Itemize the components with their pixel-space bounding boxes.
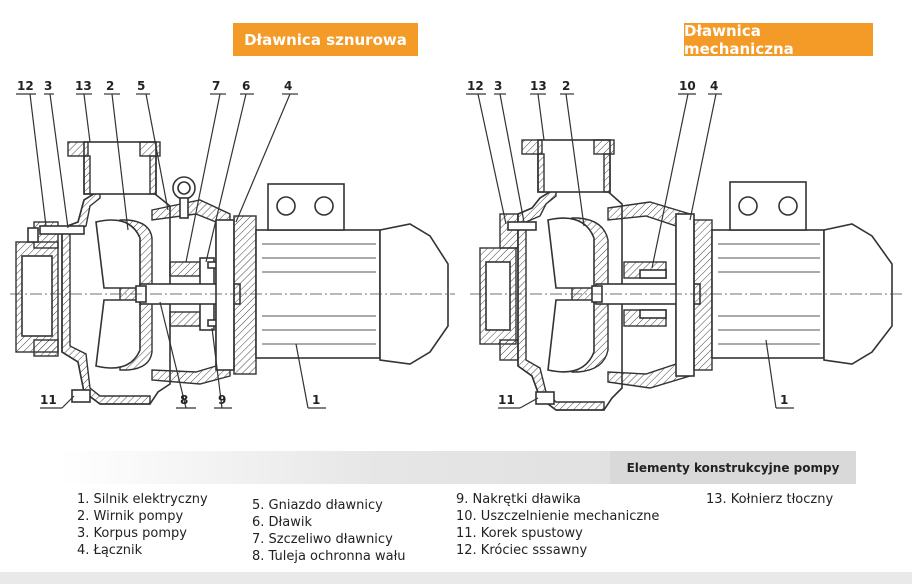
- callout-left-5: 5: [137, 79, 145, 93]
- callout-right-1: 1: [780, 393, 788, 407]
- callout-left-11: 11: [40, 393, 57, 407]
- callout-right-2: 2: [562, 79, 570, 93]
- legend-item: 12. Króciec sssawny: [456, 543, 588, 558]
- callout-left-7: 7: [212, 79, 220, 93]
- legend-item: 10. Uszczelnienie mechaniczne: [456, 509, 660, 524]
- footer-bar: [0, 572, 912, 584]
- legend-item: 8. Tuleja ochronna wału: [252, 549, 406, 564]
- banner-packing-gland: Dławnica sznurowa: [233, 23, 418, 56]
- legend-item: 1. Silnik elektryczny: [77, 492, 208, 507]
- left-pump-drawing: 12 3 13 2 5 7 6 4 11 8 9 1: [10, 79, 455, 409]
- callout-left-3: 3: [44, 79, 52, 93]
- callout-right-11: 11: [498, 393, 515, 407]
- legend-item: 4. Łącznik: [77, 543, 143, 558]
- callout-left-1: 1: [312, 393, 320, 407]
- callout-left-4: 4: [284, 79, 292, 93]
- right-pump-drawing: 12 3 13 2 10 4 11 1: [466, 79, 902, 411]
- legend-item: 13. Kołnierz tłoczny: [706, 492, 834, 507]
- legend-item: 9. Nakrętki dławika: [456, 492, 581, 507]
- callout-right-10: 10: [679, 79, 696, 93]
- legend-column-1: 1. Silnik elektryczny 2. Wirnik pompy 3.…: [77, 491, 208, 559]
- legend-item: 3. Korpus pompy: [77, 526, 187, 541]
- callout-left-12: 12: [17, 79, 34, 93]
- callout-left-9: 9: [218, 393, 226, 407]
- callout-left-2: 2: [106, 79, 114, 93]
- callout-right-4: 4: [710, 79, 718, 93]
- legend-title: Elementy konstrukcyjne pompy: [610, 451, 856, 484]
- legend-item: 5. Gniazdo dławnicy: [252, 498, 383, 513]
- legend-item: 7. Szczeliwo dławnicy: [252, 532, 393, 547]
- callout-right-3: 3: [494, 79, 502, 93]
- legend-column-3: 9. Nakrętki dławika 10. Uszczelnienie me…: [456, 491, 659, 559]
- legend-column-4: 13. Kołnierz tłoczny: [706, 491, 833, 508]
- callout-right-12: 12: [467, 79, 484, 93]
- callout-left-6: 6: [242, 79, 250, 93]
- callout-left-8: 8: [180, 393, 188, 407]
- legend-item: 11. Korek spustowy: [456, 526, 583, 541]
- callout-right-13: 13: [530, 79, 547, 93]
- banner-mechanical-seal: Dławnica mechaniczna: [684, 22, 873, 58]
- callout-left-13: 13: [75, 79, 92, 93]
- legend-item: 2. Wirnik pompy: [77, 509, 184, 524]
- legend-item: 6. Dławik: [252, 515, 312, 530]
- legend-column-2: 5. Gniazdo dławnicy 6. Dławik 7. Szczeli…: [252, 497, 406, 565]
- pump-cross-section-drawings: 12 3 13 2 5 7 6 4 11 8 9 1: [10, 79, 902, 411]
